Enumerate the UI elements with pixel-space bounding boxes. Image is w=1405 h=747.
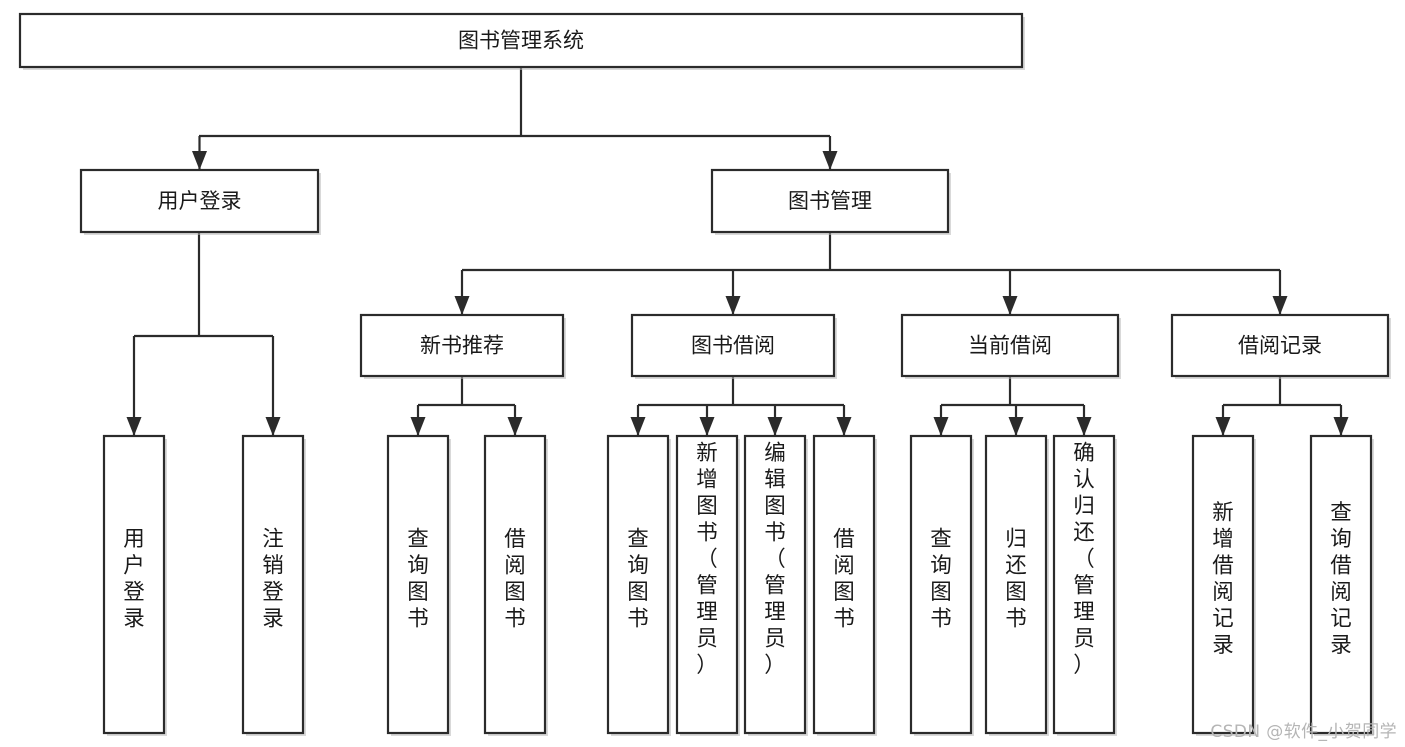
arrow-head-icon — [1076, 417, 1092, 436]
node-level2-user-login[interactable]: 用户登录 — [79, 168, 321, 235]
node-leaf-leaf-query-book-rec[interactable]: 查询图书 — [386, 434, 451, 736]
arrow-head-icon — [1002, 296, 1018, 315]
node-level3-current-borrow[interactable]: 当前借阅 — [900, 313, 1121, 379]
node-label: 编辑图书（管理员） — [764, 441, 786, 678]
node-leaf-leaf-return-book[interactable]: 归还图书 — [984, 434, 1049, 736]
node-label: 查询图书 — [930, 527, 952, 632]
node-label: 用户登录 — [158, 189, 242, 213]
node-box — [630, 313, 836, 378]
node-box — [710, 168, 950, 234]
node-leaf-leaf-add-record[interactable]: 新增借阅记录 — [1191, 434, 1256, 736]
node-box — [743, 434, 807, 735]
node-leaf-leaf-edit-book[interactable]: 编辑图书（管理员） — [743, 434, 808, 736]
node-label: 借阅图书 — [504, 527, 526, 632]
node-box — [18, 12, 1024, 69]
node-leaf-leaf-query-record[interactable]: 查询借阅记录 — [1309, 434, 1374, 736]
node-label: 借阅图书 — [833, 527, 855, 632]
node-leaf-leaf-borrow-book-rec[interactable]: 借阅图书 — [483, 434, 548, 736]
arrow-head-icon — [410, 417, 426, 436]
node-layer: 图书管理系统用户登录图书管理新书推荐图书借阅当前借阅借阅记录用户登录注销登录查询… — [18, 12, 1391, 736]
arrow-head-icon — [1215, 417, 1231, 436]
arrow-head-icon — [454, 296, 470, 315]
node-box — [1191, 434, 1255, 735]
node-box — [1052, 434, 1116, 735]
connector-layer — [126, 67, 1349, 436]
arrow-head-icon — [725, 296, 741, 315]
node-level2-book-management[interactable]: 图书管理 — [710, 168, 951, 235]
node-box — [900, 313, 1120, 378]
node-label: 借阅记录 — [1238, 334, 1322, 358]
node-box — [909, 434, 973, 735]
node-box — [812, 434, 876, 735]
node-box — [984, 434, 1048, 735]
node-label: 图书借阅 — [691, 334, 775, 358]
node-leaf-leaf-add-book[interactable]: 新增图书（管理员） — [675, 434, 740, 736]
node-leaf-leaf-confirm-return[interactable]: 确认归还（管理员） — [1052, 434, 1117, 736]
arrow-head-icon — [933, 417, 949, 436]
node-box — [359, 313, 565, 378]
arrow-head-icon — [1272, 296, 1288, 315]
node-label: 查询借阅记录 — [1330, 500, 1352, 658]
node-label: 归还图书 — [1005, 527, 1027, 632]
arrow-head-icon — [767, 417, 783, 436]
node-label: 图书管理系统 — [458, 29, 584, 53]
arrow-head-icon — [126, 417, 142, 436]
node-label: 新增图书（管理员） — [696, 441, 718, 678]
node-level3-borrow-record[interactable]: 借阅记录 — [1170, 313, 1391, 379]
node-label: 当前借阅 — [968, 334, 1052, 358]
node-label: 用户登录 — [123, 527, 145, 632]
node-box — [1309, 434, 1373, 735]
node-box — [1170, 313, 1390, 378]
node-leaf-leaf-query-book-cur[interactable]: 查询图书 — [909, 434, 974, 736]
node-label: 新增借阅记录 — [1212, 500, 1234, 658]
node-box — [675, 434, 739, 735]
node-label: 查询图书 — [627, 527, 649, 632]
arrow-head-icon — [836, 417, 852, 436]
node-box — [386, 434, 450, 735]
node-label: 新书推荐 — [420, 334, 504, 358]
node-box — [79, 168, 320, 234]
arrow-head-icon — [265, 417, 281, 436]
node-box — [241, 434, 305, 735]
node-box — [606, 434, 670, 735]
arrow-head-icon — [822, 151, 838, 170]
node-label: 确认归还（管理员） — [1073, 441, 1095, 678]
node-label: 图书管理 — [788, 189, 872, 213]
arrow-head-icon — [1333, 417, 1349, 436]
node-leaf-leaf-user-login[interactable]: 用户登录 — [102, 434, 167, 736]
node-box — [483, 434, 547, 735]
arrow-head-icon — [699, 417, 715, 436]
arrow-head-icon — [630, 417, 646, 436]
arrow-head-icon — [507, 417, 523, 436]
node-box — [102, 434, 166, 735]
node-leaf-leaf-query-book-brw[interactable]: 查询图书 — [606, 434, 671, 736]
node-label: 查询图书 — [407, 527, 429, 632]
node-label: 注销登录 — [262, 527, 284, 632]
arrow-head-icon — [1008, 417, 1024, 436]
node-root-root: 图书管理系统 — [18, 12, 1025, 70]
node-leaf-leaf-borrow-book-brw[interactable]: 借阅图书 — [812, 434, 877, 736]
node-leaf-leaf-user-logout[interactable]: 注销登录 — [241, 434, 306, 736]
node-level3-new-book-recommend[interactable]: 新书推荐 — [359, 313, 566, 379]
node-level3-book-borrow[interactable]: 图书借阅 — [630, 313, 837, 379]
arrow-head-icon — [192, 151, 207, 170]
